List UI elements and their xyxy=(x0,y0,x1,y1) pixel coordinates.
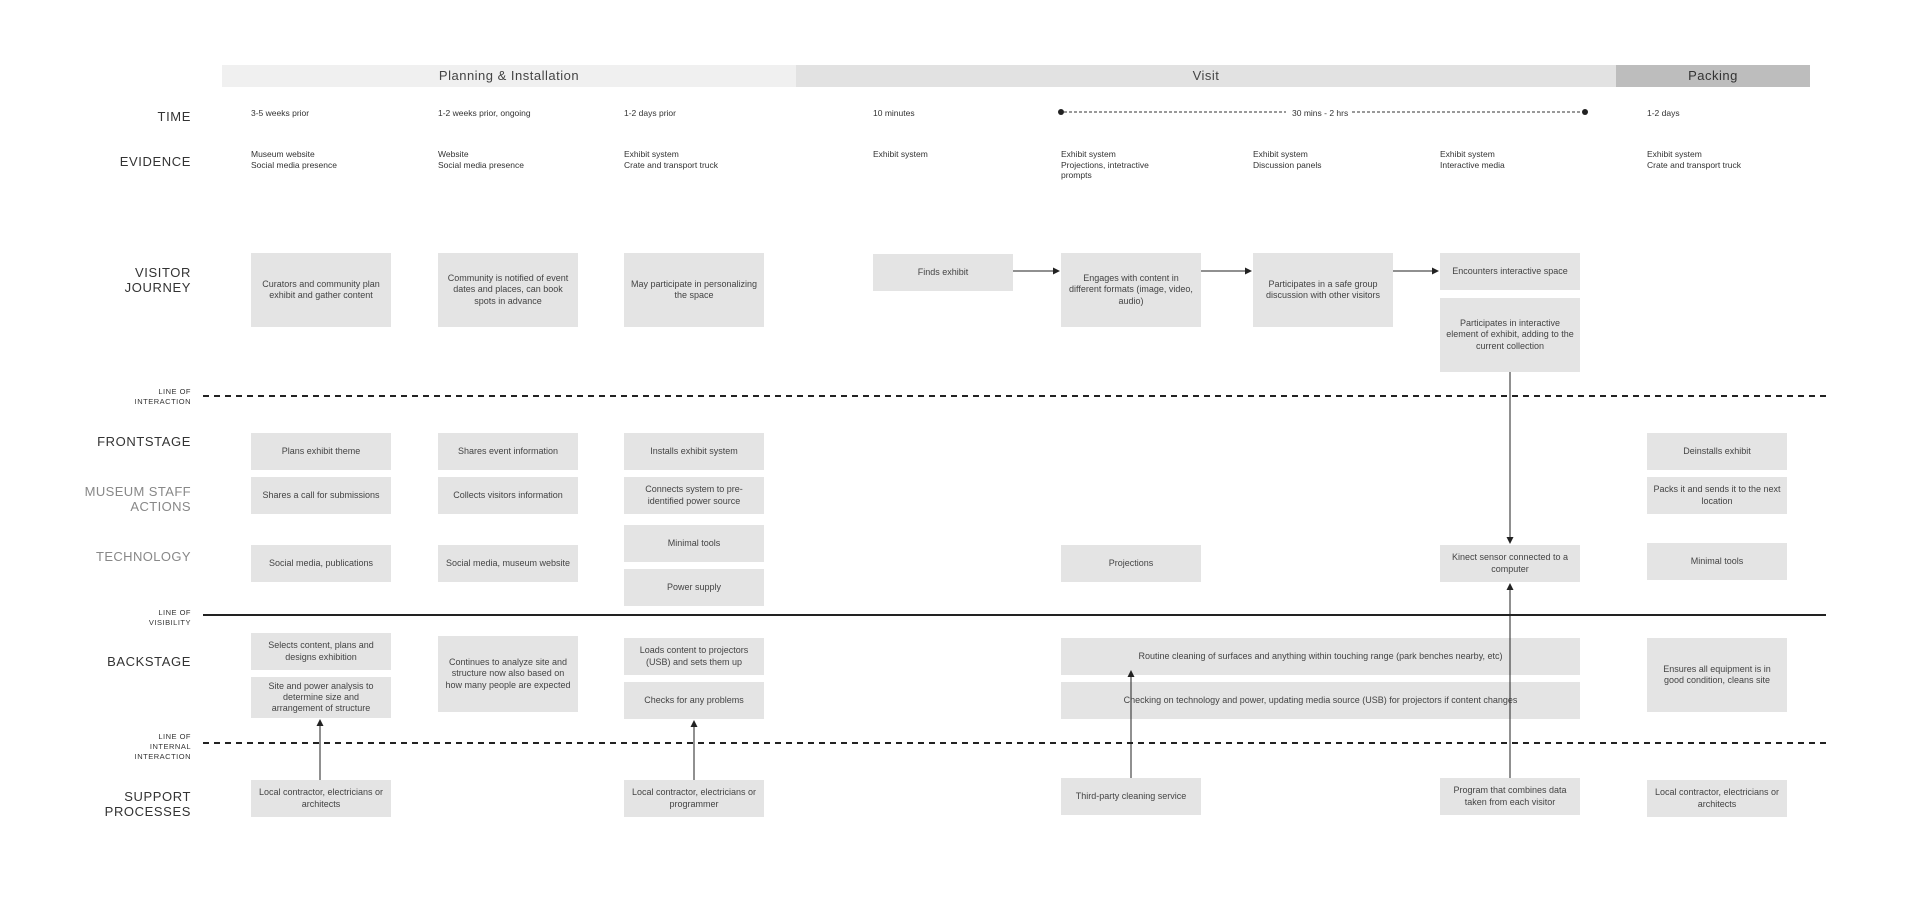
evidence-c1: Museum website Social media presence xyxy=(251,149,337,170)
evidence-c5: Exhibit system Projections, intetractive… xyxy=(1061,149,1149,181)
tech-card-minimal-tools: Minimal tools xyxy=(624,525,764,562)
phase-visit: Visit xyxy=(796,65,1616,87)
frontstage-card-plans-theme: Plans exhibit theme xyxy=(251,433,391,470)
backstage-card-site-analysis: Site and power analysis to determine siz… xyxy=(251,677,391,718)
evidence-c4: Exhibit system xyxy=(873,149,928,159)
support-card-contractor-programmer: Local contractor, electricians or progra… xyxy=(624,780,764,817)
time-range-start-dot xyxy=(1058,109,1064,115)
time-c4: 10 minutes xyxy=(873,108,915,118)
frontstage-card-installs: Installs exhibit system xyxy=(624,433,764,470)
staff-card-collects-info: Collects visitors information xyxy=(438,477,578,514)
evidence-c2: Website Social media presence xyxy=(438,149,524,170)
journey-card-engages-content: Engages with content in different format… xyxy=(1061,253,1201,327)
row-label-support-processes: SUPPORT PROCESSES xyxy=(104,789,191,819)
row-label-line-of-interaction: LINE OF INTERACTION xyxy=(134,387,191,406)
row-label-frontstage: FRONTSTAGE xyxy=(97,434,191,449)
row-label-line-of-visibility: LINE OF VISIBILITY xyxy=(148,608,191,627)
tech-card-social-website: Social media, museum website xyxy=(438,545,578,582)
evidence-c7: Exhibit system Interactive media xyxy=(1440,149,1505,170)
support-card-contractor-packing: Local contractor, electricians or archit… xyxy=(1647,780,1787,817)
journey-card-personalize: May participate in personalizing the spa… xyxy=(624,253,764,327)
tech-card-kinect-sensor: Kinect sensor connected to a computer xyxy=(1440,545,1580,582)
tech-card-projections: Projections xyxy=(1061,545,1201,582)
staff-card-connects-power: Connects system to pre-identified power … xyxy=(624,477,764,514)
tech-card-minimal-tools-packing: Minimal tools xyxy=(1647,543,1787,580)
evidence-c8: Exhibit system Crate and transport truck xyxy=(1647,149,1742,170)
time-c2: 1-2 weeks prior, ongoing xyxy=(438,108,531,118)
tech-card-power-supply: Power supply xyxy=(624,569,764,606)
support-card-cleaning-service: Third-party cleaning service xyxy=(1061,778,1201,815)
tech-card-social-publications: Social media, publications xyxy=(251,545,391,582)
journey-card-plan-content: Curators and community plan exhibit and … xyxy=(251,253,391,327)
journey-card-participates-interactive: Participates in interactive element of e… xyxy=(1440,298,1580,372)
support-card-contractor-architects: Local contractor, electricians or archit… xyxy=(251,780,391,817)
frontstage-card-shares-info: Shares event information xyxy=(438,433,578,470)
journey-card-group-discussion: Participates in a safe group discussion … xyxy=(1253,253,1393,327)
journey-card-encounters-interactive: Encounters interactive space xyxy=(1440,253,1580,290)
row-label-backstage: BACKSTAGE xyxy=(107,654,191,669)
time-range-label: 30 mins - 2 hrs xyxy=(1289,108,1352,119)
row-label-time: TIME xyxy=(157,109,191,124)
evidence-c6: Exhibit system Discussion panels xyxy=(1253,149,1322,170)
row-label-evidence: EVIDENCE xyxy=(119,154,191,169)
journey-card-notified: Community is notified of event dates and… xyxy=(438,253,578,327)
time-c8: 1-2 days xyxy=(1647,108,1680,118)
row-label-technology: TECHNOLOGY xyxy=(95,549,191,564)
staff-card-call-submissions: Shares a call for submissions xyxy=(251,477,391,514)
phase-planning: Planning & Installation xyxy=(222,65,796,87)
journey-card-finds-exhibit: Finds exhibit xyxy=(873,254,1013,291)
backstage-card-checking-technology: Checking on technology and power, updati… xyxy=(1061,682,1580,719)
evidence-c3: Exhibit system Crate and transport truck xyxy=(624,149,719,170)
backstage-card-selects-content: Selects content, plans and designs exhib… xyxy=(251,633,391,670)
time-c1: 3-5 weeks prior xyxy=(251,108,310,118)
backstage-card-loads-content: Loads content to projectors (USB) and se… xyxy=(624,638,764,675)
time-c3: 1-2 days prior xyxy=(624,108,676,118)
support-card-data-program: Program that combines data taken from ea… xyxy=(1440,778,1580,815)
staff-card-packs-sends: Packs it and sends it to the next locati… xyxy=(1647,477,1787,514)
row-label-line-of-internal-interaction: LINE OF INTERNAL INTERACTION xyxy=(134,732,191,761)
row-label-visitor-journey: VISITOR JOURNEY xyxy=(124,265,191,295)
time-range-end-dot xyxy=(1582,109,1588,115)
backstage-card-routine-cleaning: Routine cleaning of surfaces and anythin… xyxy=(1061,638,1580,675)
backstage-card-continues-analysis: Continues to analyze site and structure … xyxy=(438,636,578,712)
phase-packing: Packing xyxy=(1616,65,1810,87)
backstage-card-ensures-equipment: Ensures all equipment is in good conditi… xyxy=(1647,638,1787,712)
backstage-card-checks-problems: Checks for any problems xyxy=(624,682,764,719)
frontstage-card-deinstalls: Deinstalls exhibit xyxy=(1647,433,1787,470)
row-label-staff-actions: MUSEUM STAFF ACTIONS xyxy=(84,484,191,514)
